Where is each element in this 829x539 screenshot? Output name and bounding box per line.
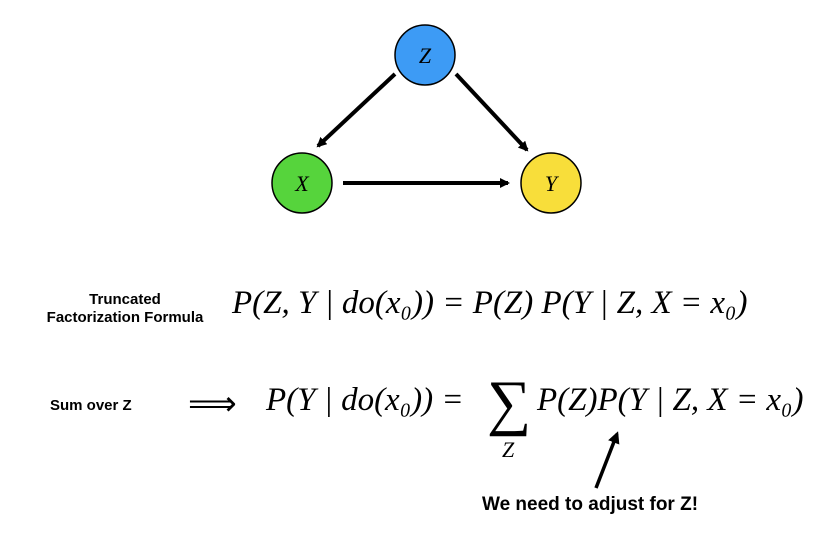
node-y-label: Y (545, 171, 560, 196)
node-x: X (271, 152, 333, 214)
node-y-circle (520, 152, 582, 214)
node-z-label: Z (419, 43, 432, 68)
sum-over-z-label: Sum over Z (50, 397, 132, 414)
adjustment-formula-lhs: P(Y | do(x₀)) = (266, 382, 464, 418)
edge-z-to-x (316, 72, 397, 148)
node-z-circle (394, 24, 456, 86)
summation-symbol: ∑ (487, 369, 532, 437)
causal-graph: Z X Y (271, 24, 582, 214)
implies-symbol: ⟹ (188, 384, 237, 424)
summation-subscript: Z (502, 437, 515, 462)
adjustment-formula-rhs: P(Z)P(Y | Z, X = x₀) (537, 382, 804, 418)
node-x-circle (271, 152, 333, 214)
node-x-label: X (294, 171, 310, 196)
adjustment-note: We need to adjust for Z! (482, 494, 699, 515)
label-line-1: Truncated (89, 291, 161, 308)
label-line-2: Factorization Formula (46, 309, 204, 326)
node-z: Z (394, 24, 456, 86)
truncated-factorization-formula: P(Z, Y | do(x₀)) = P(Z) P(Y | Z, X = x₀) (232, 285, 748, 321)
edge-z-to-y (454, 72, 529, 152)
annotation-arrow-line (594, 431, 620, 489)
truncated-factorization-label: Truncated Factorization Formula (45, 291, 205, 327)
node-y: Y (520, 152, 582, 214)
